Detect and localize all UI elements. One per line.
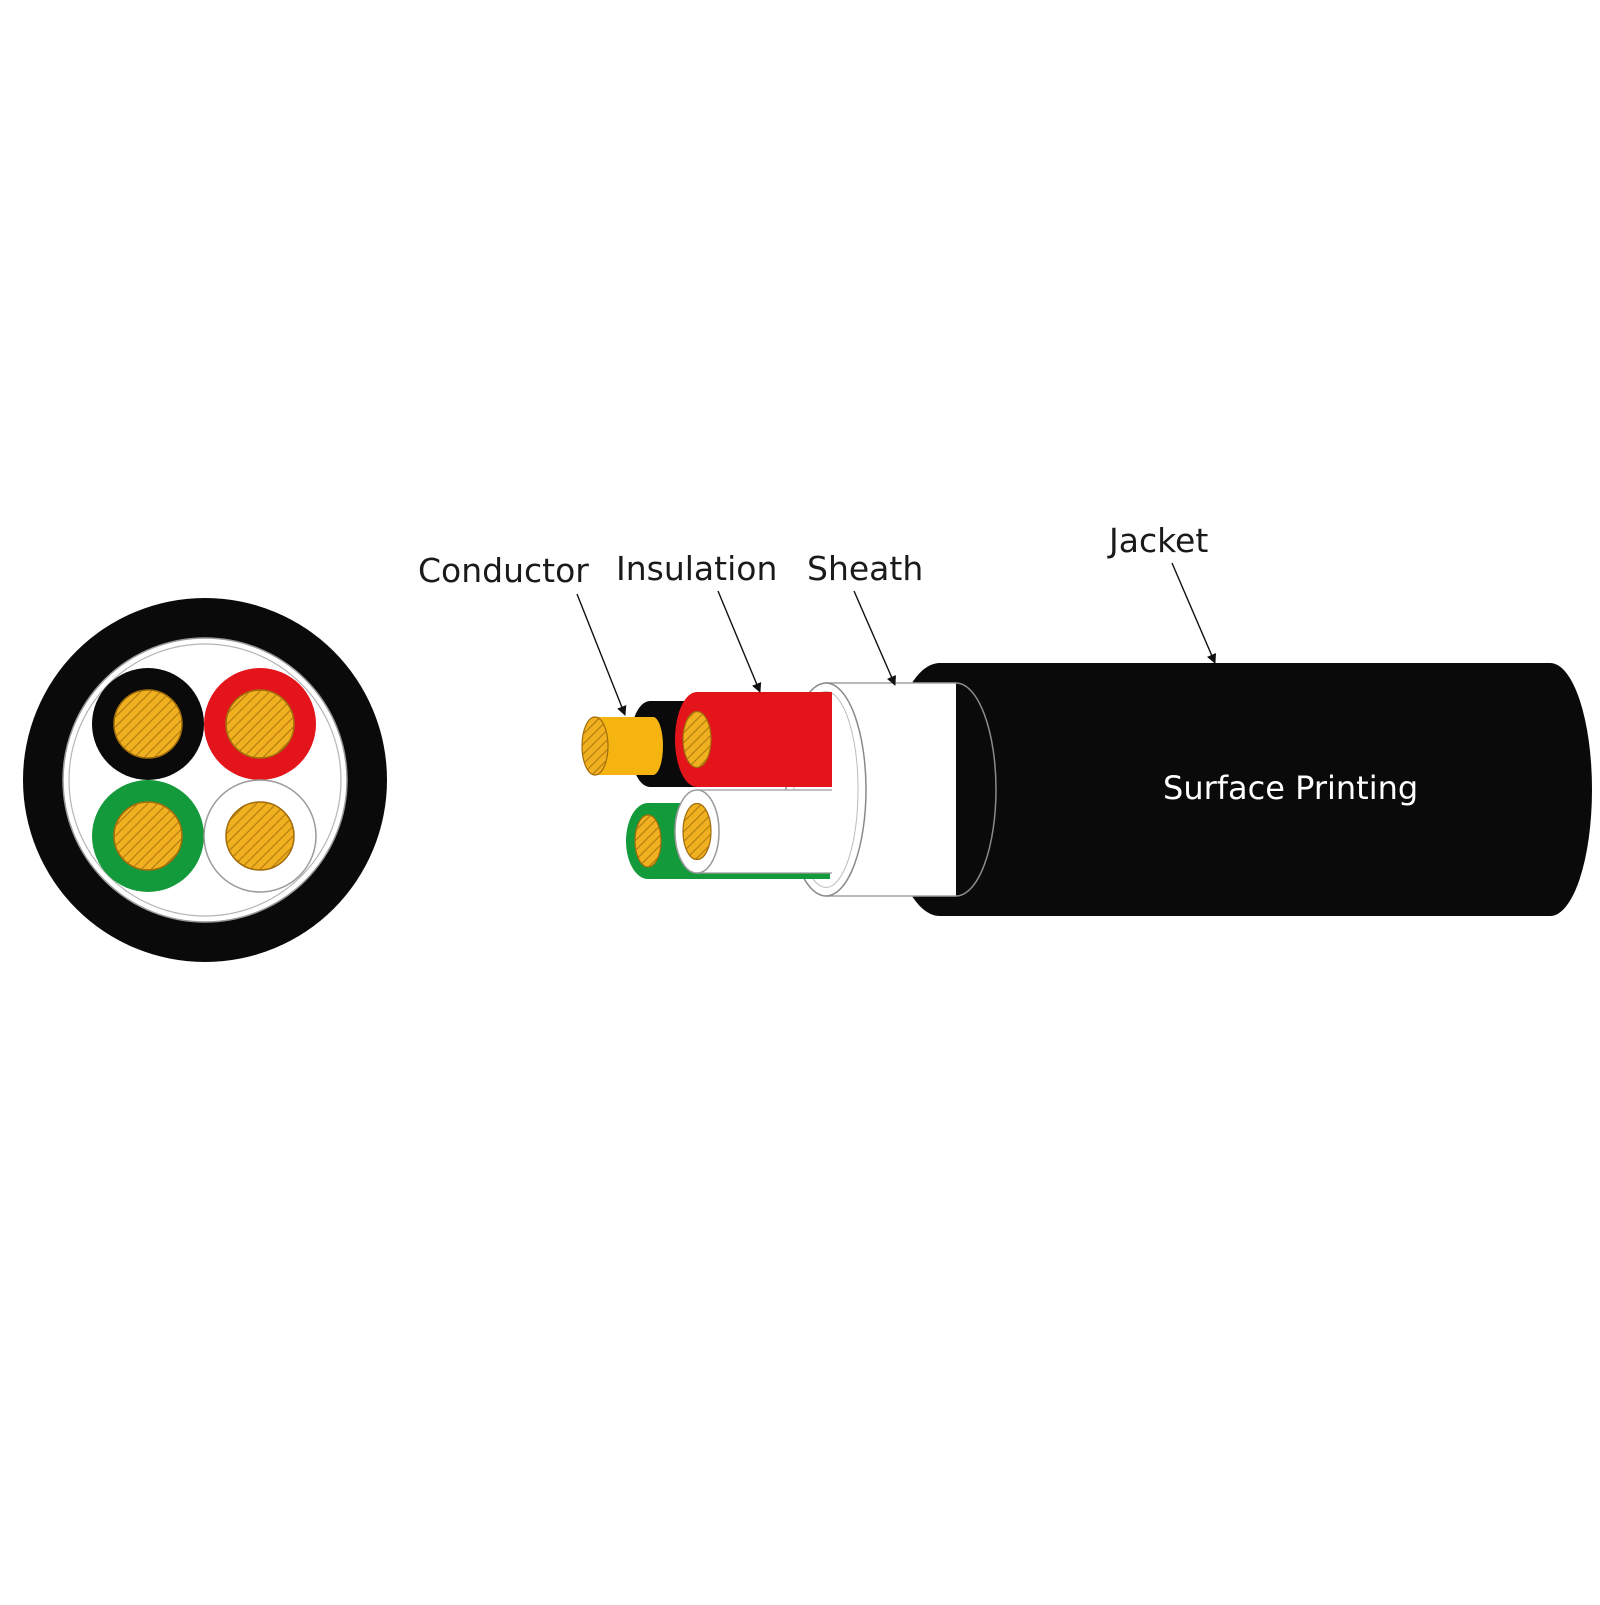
- leader-lines: [576, 562, 1217, 716]
- jacket-leader: [1171, 562, 1217, 664]
- sheath-label: Sheath: [807, 549, 924, 588]
- side-core-white: [674, 789, 832, 874]
- conductor-leader: [576, 593, 627, 716]
- core-red: [204, 668, 316, 780]
- cross-section: [23, 598, 387, 962]
- jacket-body: [888, 663, 1592, 916]
- side-core-red: [675, 692, 832, 787]
- insulation-leader: [717, 590, 762, 693]
- jacket-label: Jacket: [1109, 521, 1209, 560]
- core-green: [92, 780, 204, 892]
- sheath-leader: [853, 590, 896, 686]
- core-white: [203, 779, 317, 893]
- surface-printing-label: Surface Printing: [1163, 769, 1419, 807]
- core-black: [92, 668, 204, 780]
- cross-section-sheath: [62, 637, 348, 923]
- side-conductor: [581, 716, 663, 776]
- insulation-label: Insulation: [616, 549, 778, 588]
- side-view: [576, 562, 1592, 916]
- conductor-label: Conductor: [418, 551, 589, 590]
